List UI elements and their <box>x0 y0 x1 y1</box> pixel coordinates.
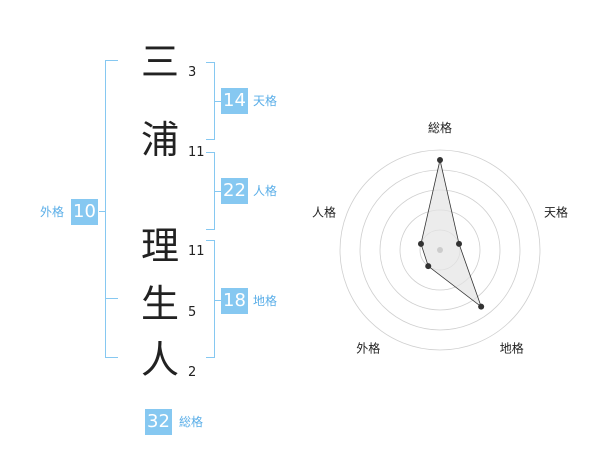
chikaku-bracket-tick <box>215 300 221 301</box>
gaikaku-label: 外格 <box>40 205 65 219</box>
name-char-4: 生 <box>140 282 179 326</box>
radar-point-4 <box>425 263 432 270</box>
gaikaku-inner-tick <box>105 298 118 299</box>
name-char-2: 浦 <box>140 118 179 162</box>
name-char-1: 三 <box>140 40 179 84</box>
gaikaku-bracket <box>105 60 118 358</box>
radar-point-2 <box>456 240 463 247</box>
jinkaku-bracket <box>206 152 215 230</box>
stroke-count-3: 11 <box>188 244 205 259</box>
tenkaku-label: 天格 <box>253 94 278 108</box>
soukaku-value: 32 <box>145 409 172 435</box>
stroke-count-1: 3 <box>188 65 197 80</box>
tenkaku-bracket <box>206 62 215 140</box>
radar-point-3 <box>478 303 485 310</box>
chikaku-bracket <box>206 240 215 358</box>
gaikaku-value: 10 <box>71 199 98 225</box>
stroke-count-4: 5 <box>188 305 197 320</box>
radar-center <box>437 247 443 253</box>
radar-shape <box>420 159 482 308</box>
name-char-3: 理 <box>140 224 179 268</box>
radar-axis-label-5: 人格 <box>312 204 336 219</box>
radar-axis-label-2: 天格 <box>544 204 568 219</box>
radar-axis-label-3: 地格 <box>500 341 524 356</box>
name-char-5: 人 <box>140 338 179 382</box>
radar-point-1 <box>437 157 443 163</box>
chikaku-label: 地格 <box>253 294 278 308</box>
radar-axis-label-1: 総格 <box>428 120 452 135</box>
jinkaku-bracket-tick <box>215 191 221 192</box>
stroke-count-2: 11 <box>188 145 205 160</box>
soukaku-label: 総格 <box>179 415 204 429</box>
tenkaku-value: 14 <box>221 88 248 114</box>
chikaku-value: 18 <box>221 288 248 314</box>
radar-point-5 <box>417 240 424 247</box>
jinkaku-value: 22 <box>221 178 248 204</box>
stroke-count-5: 2 <box>188 365 197 380</box>
radar-ring <box>339 149 541 351</box>
radar-axis-label-4: 外格 <box>356 341 380 356</box>
gaikaku-bracket-tick <box>99 211 105 212</box>
tenkaku-bracket-tick <box>215 101 221 102</box>
jinkaku-label: 人格 <box>253 184 278 198</box>
